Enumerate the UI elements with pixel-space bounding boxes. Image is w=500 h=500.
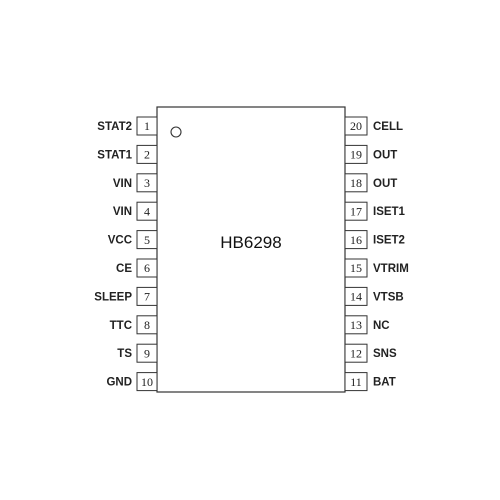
pin-box <box>344 315 368 335</box>
pin-name: ISET2 <box>373 235 405 247</box>
pin-name: SNS <box>373 348 397 360</box>
pin-2: 2 STAT1 <box>97 144 158 164</box>
pin-box <box>136 286 158 306</box>
pin-box <box>136 230 158 250</box>
pin-name: GND <box>106 377 132 389</box>
pin-13: 13 NC <box>344 315 390 335</box>
pin-number: 16 <box>350 233 362 247</box>
pin-number: 5 <box>144 233 150 247</box>
pin-box <box>136 201 158 221</box>
pin-4: 4 VIN <box>113 201 158 221</box>
pin-number: 14 <box>350 290 362 304</box>
pin-name: CELL <box>373 121 403 133</box>
pin-number: 18 <box>350 176 362 190</box>
pin-name: STAT1 <box>97 149 132 161</box>
pin-box <box>136 315 158 335</box>
pin-number: 6 <box>144 261 150 275</box>
pin-number: 2 <box>144 148 150 162</box>
pin-box <box>344 144 368 164</box>
pin-box <box>344 230 368 250</box>
pin-box <box>136 144 158 164</box>
pin-7: 7 SLEEP <box>94 286 158 306</box>
pin-8: 8 TTC <box>110 315 158 335</box>
pin-number: 7 <box>144 290 150 304</box>
pin-5: 5 VCC <box>108 230 158 250</box>
pin-3: 3 VIN <box>113 173 158 193</box>
pin-box <box>344 343 368 363</box>
pin-box <box>344 258 368 278</box>
pin-name: BAT <box>373 377 396 389</box>
pin-number: 1 <box>144 119 150 133</box>
pin1-marker-icon <box>170 126 182 138</box>
pin-12: 12 SNS <box>344 343 397 363</box>
pin-name: ISET1 <box>373 206 406 218</box>
pin-box <box>136 173 158 193</box>
pin-16: 16 ISET2 <box>344 230 405 250</box>
pin-number: 12 <box>350 346 362 360</box>
pin-9: 9 TS <box>117 343 158 363</box>
pin-14: 14 VTSB <box>344 286 404 306</box>
pin-box <box>136 372 158 392</box>
pin-name: VTRIM <box>373 263 409 275</box>
pin-6: 6 CE <box>116 258 158 278</box>
pin-name: TTC <box>110 320 132 332</box>
pin-19: 19 OUT <box>344 144 397 164</box>
pin-number: 13 <box>350 318 362 332</box>
pin-number: 20 <box>350 119 362 133</box>
pin-number: 10 <box>141 375 153 389</box>
pin-box <box>344 116 368 136</box>
pin-box <box>344 173 368 193</box>
pin-15: 15 VTRIM <box>344 258 409 278</box>
pin-number: 15 <box>350 261 362 275</box>
pin-number: 9 <box>144 346 150 360</box>
chip-body <box>156 106 346 393</box>
pin-box <box>136 258 158 278</box>
pin-name: VCC <box>108 235 132 247</box>
pin-number: 17 <box>350 204 362 218</box>
pin-number: 19 <box>350 148 362 162</box>
pin-11: 11 BAT <box>344 372 396 392</box>
pin-name: VIN <box>113 178 132 190</box>
pin-name: TS <box>117 348 132 360</box>
pin-name: OUT <box>373 178 397 190</box>
pin-box <box>344 286 368 306</box>
pin-name: OUT <box>373 149 397 161</box>
pin-10: 10 GND <box>106 372 158 392</box>
pin-name: STAT2 <box>97 121 132 133</box>
pin-name: NC <box>373 320 390 332</box>
pin-name: SLEEP <box>94 291 132 303</box>
pin-box <box>136 116 158 136</box>
pin-number: 3 <box>144 176 150 190</box>
pin-number: 4 <box>144 204 150 218</box>
pin-17: 17 ISET1 <box>344 201 406 221</box>
pin-box <box>136 343 158 363</box>
pin-name: VIN <box>113 206 132 218</box>
pin-name: VTSB <box>373 291 404 303</box>
pin-name: CE <box>116 263 132 275</box>
pin-1: 1 STAT2 <box>97 116 158 136</box>
left-pin-column: 1STAT22STAT13VIN4VIN5VCC6CE7SLEEP8TTC9TS… <box>94 116 158 392</box>
pin-box <box>344 201 368 221</box>
pin-number: 11 <box>350 375 362 389</box>
chip-part-number: HB6298 <box>220 233 281 252</box>
pin-box <box>344 372 368 392</box>
pin-20: 20 CELL <box>344 116 403 136</box>
pin-number: 8 <box>144 318 150 332</box>
pin-18: 18 OUT <box>344 173 397 193</box>
